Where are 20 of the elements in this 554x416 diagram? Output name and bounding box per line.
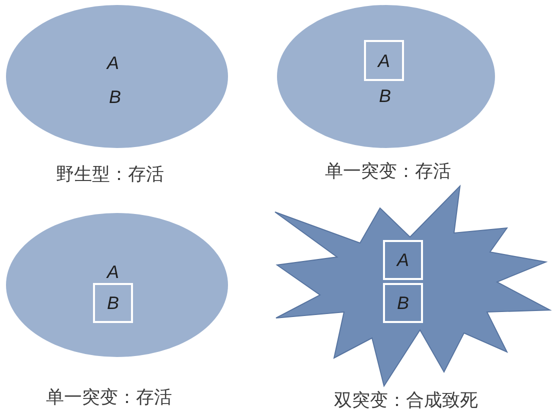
oval-shape (277, 5, 495, 148)
highlight-frame (93, 283, 133, 323)
gene-letter: A (396, 251, 409, 269)
node-label: 野生型：存活 (56, 164, 164, 186)
gene-letter: B (109, 88, 121, 106)
highlight-frame (364, 40, 404, 81)
oval-shape (6, 213, 228, 357)
node-label: 单一突变：存活 (46, 387, 172, 409)
gene-letter: B (396, 294, 409, 312)
gene-letter: A (107, 54, 119, 72)
gene-letter: B (379, 87, 391, 105)
gene-letter: B (106, 294, 119, 312)
gene-letter: A (378, 52, 390, 70)
oval-shape (6, 5, 228, 148)
highlight-frame (383, 283, 423, 323)
highlight-frame (383, 240, 423, 280)
node-label: 双突变：合成致死 (334, 390, 478, 412)
gene-letter: A (107, 263, 119, 281)
starburst-shape (274, 185, 552, 388)
node-label: 单一突变：存活 (325, 161, 451, 183)
